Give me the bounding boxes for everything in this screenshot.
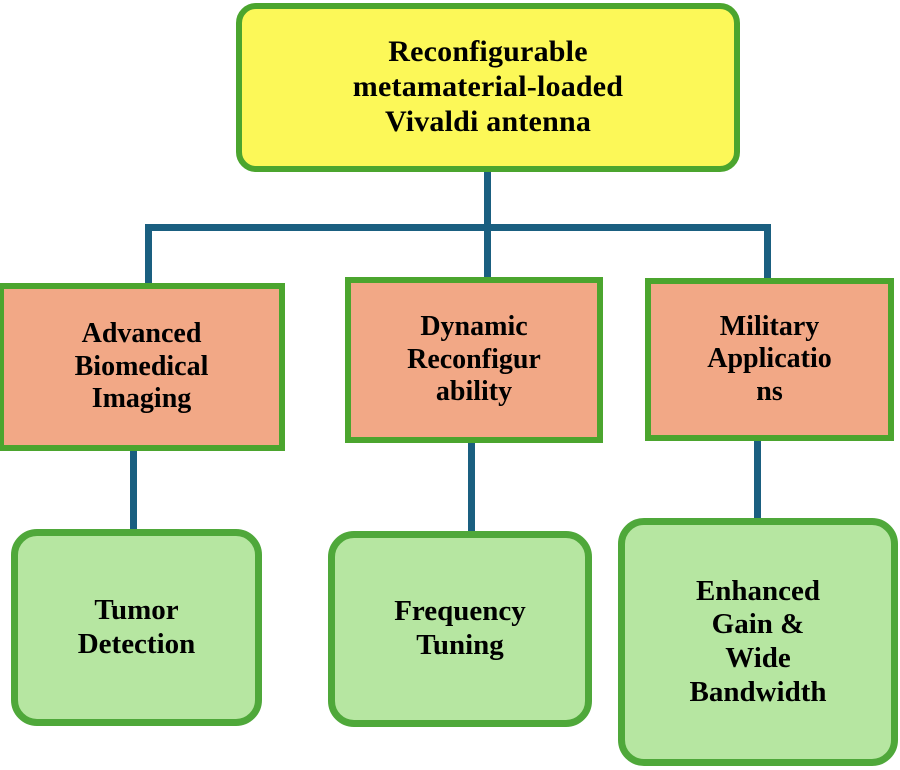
connector-branch-1-to-leaf-1 <box>130 449 137 533</box>
connector-branch-2-to-leaf-2 <box>468 440 475 535</box>
node-branch-1: Advanced Biomedical Imaging <box>0 283 285 451</box>
node-leaf-3: Enhanced Gain & Wide Bandwidth <box>618 518 898 766</box>
connector-drop-branch-1 <box>145 224 152 286</box>
node-leaf-1-label: Tumor Detection <box>77 593 196 660</box>
connector-horizontal-bus <box>145 224 771 231</box>
node-branch-3-label: Military Applicatio ns <box>707 310 832 407</box>
connector-drop-branch-2 <box>484 224 491 281</box>
node-root: Reconfigurable metamaterial-loaded Vival… <box>236 3 740 172</box>
connector-branch-3-to-leaf-3 <box>754 438 761 522</box>
node-branch-2-label: Dynamic Reconfigur ability <box>407 311 541 408</box>
node-branch-2: Dynamic Reconfigur ability <box>345 277 603 443</box>
node-branch-1-label: Advanced Biomedical Imaging <box>74 318 209 415</box>
node-leaf-3-label: Enhanced Gain & Wide Bandwidth <box>689 574 827 708</box>
node-leaf-1: Tumor Detection <box>11 529 262 726</box>
connector-root-trunk <box>484 168 491 230</box>
node-branch-3: Military Applicatio ns <box>645 278 894 441</box>
connector-drop-branch-3 <box>764 224 771 281</box>
node-leaf-2: Frequency Tuning <box>328 531 592 727</box>
node-root-label: Reconfigurable metamaterial-loaded Vival… <box>352 35 624 138</box>
node-leaf-2-label: Frequency Tuning <box>394 595 526 661</box>
